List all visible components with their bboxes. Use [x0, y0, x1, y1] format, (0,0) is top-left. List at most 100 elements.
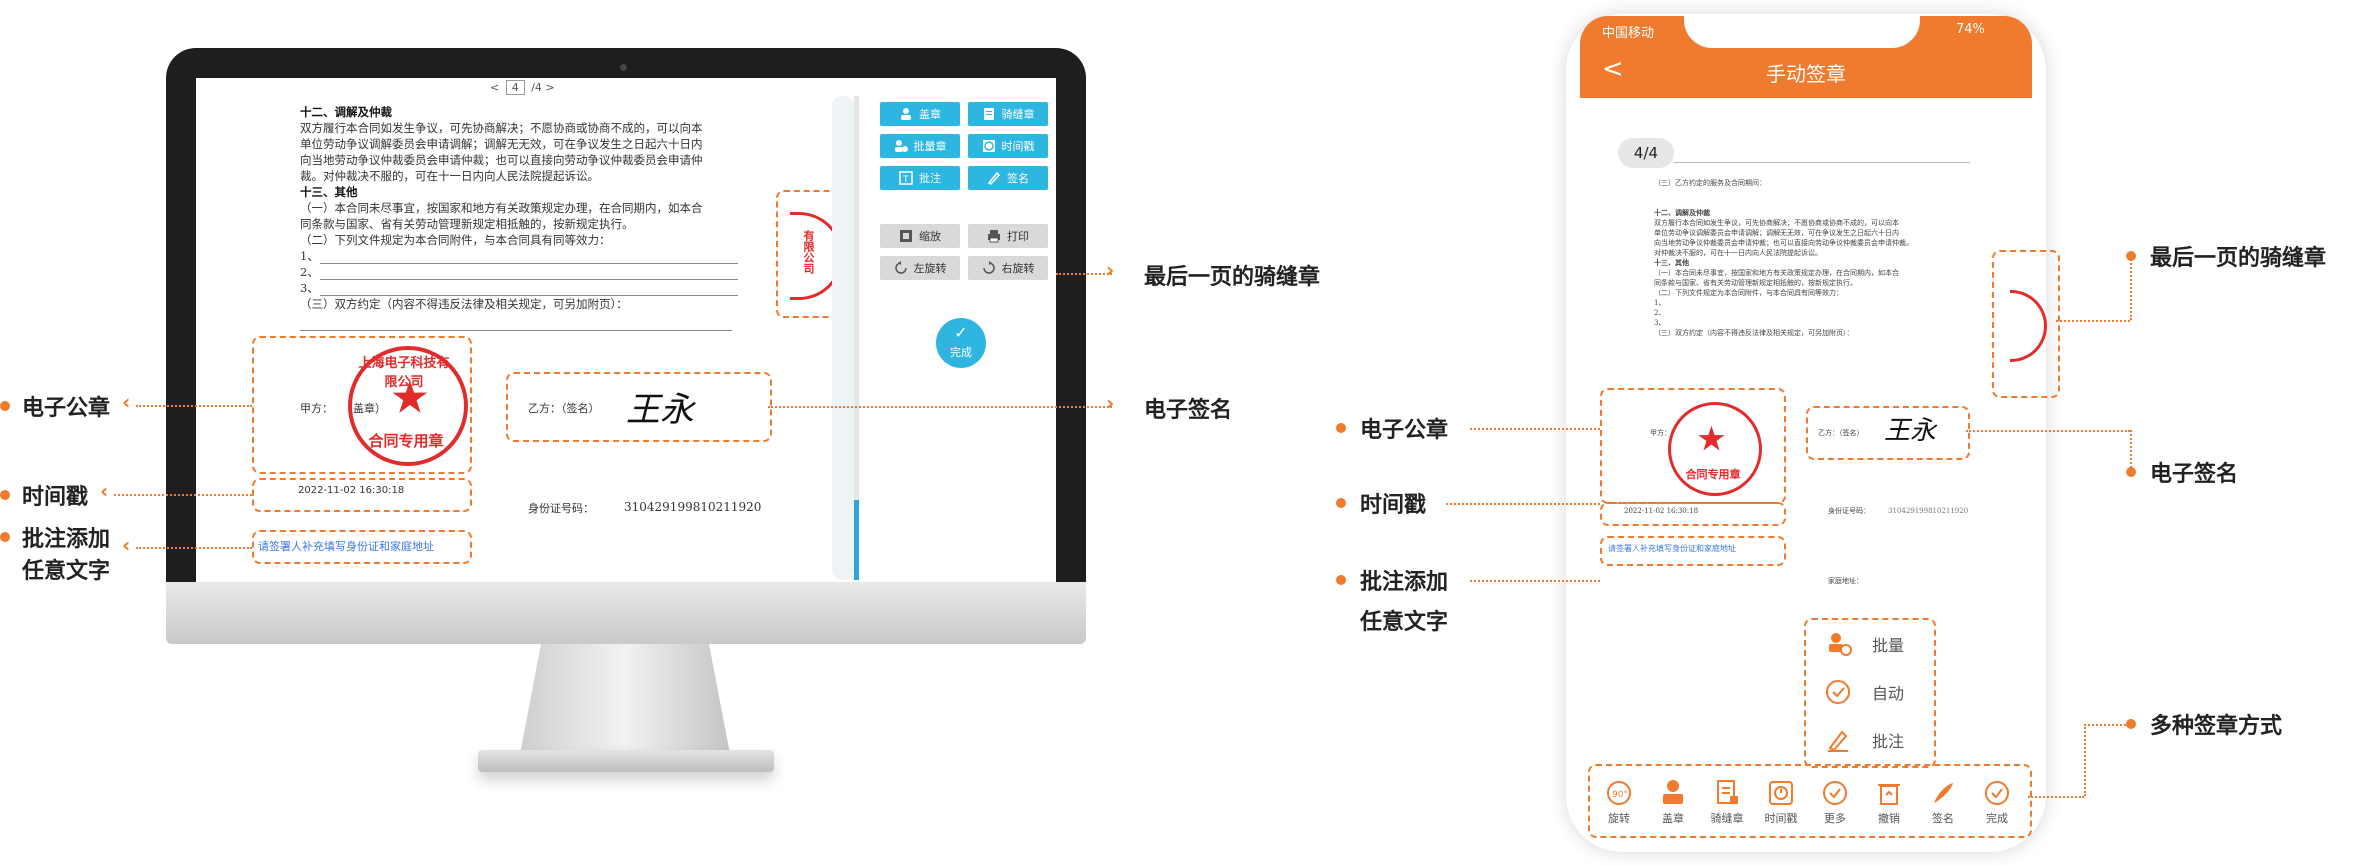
timestamp-button-label: 时间戳 — [1001, 140, 1035, 153]
doc-line: 2、 — [300, 265, 319, 279]
camera-dot — [620, 64, 627, 71]
sign-tab[interactable]: 签名 — [1918, 778, 1968, 826]
handwritten-signature[interactable]: 王永 — [626, 390, 694, 430]
auto-mode-item[interactable]: 自动 — [1824, 678, 1904, 706]
rotate-left-icon — [894, 261, 907, 274]
doc-line: 对仲裁决不服的，可在十一日内向人民法院提起诉讼。 — [1654, 249, 1822, 257]
phone-seam-highlight — [1992, 250, 2060, 398]
company-seal[interactable] — [348, 346, 468, 466]
doc-line: 单位劳动争议调解委员会申请调解；调解无无效，可在争议发生之日起六十日内 — [1654, 229, 1899, 237]
seal-tab[interactable]: 盖章 — [1648, 778, 1698, 826]
undo-tab[interactable]: 撤销 — [1864, 778, 1914, 826]
arrow-left-icon: ‹ — [122, 390, 131, 414]
page-number-input[interactable]: 4 — [505, 80, 525, 95]
connector-line — [136, 405, 252, 407]
phone-notch — [1684, 14, 1920, 48]
batch-seal-button[interactable]: 批量章 — [880, 134, 960, 158]
phone-address-label: 家庭地址： — [1828, 577, 1863, 585]
rotate-right-button[interactable]: 右旋转 — [968, 256, 1048, 280]
batch-mode-item[interactable]: 批量 — [1824, 630, 1904, 658]
connector-line — [1056, 273, 1112, 275]
back-button[interactable]: < — [1602, 54, 1624, 84]
phone-signature[interactable]: 王永 — [1884, 416, 1937, 446]
rotate-tab[interactable]: 90° 旋转 — [1594, 778, 1644, 826]
blank-line — [320, 279, 738, 280]
phone-id-number: 310429199810211920 — [1888, 507, 1969, 515]
doc-line: （三）乙方约定的服务及合同期间： — [1654, 179, 1766, 187]
batch-mode-label: 批量 — [1872, 636, 1905, 655]
page-strip — [832, 96, 854, 580]
annotation-text[interactable]: 请签署人补充填写身份证和家庭地址 — [258, 540, 434, 553]
section-heading: 十三、其他 — [300, 185, 358, 199]
doc-line: 同条款与国家、省有关劳动管理新规定相抵触的，按新规定执行。 — [300, 217, 634, 231]
section-heading: 十二、调解及仲裁 — [1654, 208, 1710, 217]
label-dot — [2126, 467, 2136, 477]
connector-line — [136, 547, 252, 549]
next-page-button[interactable]: > — [545, 81, 555, 94]
annotate-mode-item[interactable]: 批注 — [1824, 726, 1904, 754]
scrollbar-thumb[interactable] — [854, 500, 859, 580]
done-tab[interactable]: 完成 — [1972, 778, 2022, 826]
connector-line — [2130, 430, 2132, 472]
doc-line: 同条款与国家、省有关劳动管理新规定相抵触的，按新规定执行。 — [1654, 279, 1857, 287]
rotate-left-button[interactable]: 左旋转 — [880, 256, 960, 280]
check-circle-icon — [1823, 781, 1847, 805]
zoom-button-label: 缩放 — [919, 230, 941, 243]
timestamp-highlight — [252, 478, 472, 512]
bottom-toolbar — [1588, 764, 2032, 838]
doc-line: （一）本合同未尽事宜，按国家和地方有关政策规定办理，在合同期内，如本合 — [300, 201, 703, 215]
timestamp-button[interactable]: 时间戳 — [968, 134, 1048, 158]
done-button[interactable]: ✓ 完成 — [936, 318, 986, 368]
seam-seal-button[interactable]: 骑缝章 — [968, 102, 1048, 126]
blank-line — [300, 330, 732, 331]
phone-label-annotation-line1: 批注添加 — [1360, 570, 1449, 595]
phone-id-label: 身份证号码： — [1828, 507, 1870, 515]
connector-line — [1470, 428, 1600, 430]
annotate-button[interactable]: T 批注 — [880, 166, 960, 190]
label-dot — [0, 532, 10, 542]
connector-line — [1966, 430, 2130, 432]
timestamp-text: 2022-11-02 16:30:18 — [298, 485, 405, 496]
phone-company-seal[interactable] — [1668, 402, 1762, 496]
doc-line: 双方履行本合同如发生争议，可先协商解决；不愿协商或协商不成的，可以向本 — [1654, 219, 1899, 227]
document-icon — [983, 108, 994, 120]
phone-label-signature: 电子签名 — [2150, 462, 2239, 487]
connector-line — [2130, 256, 2132, 320]
label-seam-seal: 最后一页的骑缝章 — [1144, 265, 1321, 290]
zoom-button[interactable]: 缩放 — [880, 224, 960, 248]
timer-icon — [1769, 781, 1793, 805]
check-icon: ✓ — [954, 323, 968, 342]
sign-button-label: 签名 — [1007, 172, 1029, 185]
more-tab[interactable]: 更多 — [1810, 778, 1860, 826]
scrollbar-track[interactable] — [854, 96, 859, 500]
connector-line — [2084, 724, 2126, 726]
blank-line — [320, 295, 738, 296]
prev-page-button[interactable]: < — [490, 81, 500, 94]
connector-line — [1470, 580, 1600, 582]
phone-annotation[interactable]: 请签署人补充填写身份证和家庭地址 — [1608, 544, 1736, 553]
done-tab-label: 完成 — [1986, 812, 2008, 825]
party-a-label: 甲方： — [300, 402, 333, 415]
print-button[interactable]: 打印 — [968, 224, 1048, 248]
label-dot — [1336, 423, 1346, 433]
phone-timestamp-highlight — [1600, 502, 1786, 526]
page-navigator: < 4 /4 > — [490, 80, 555, 95]
seal-tab-label: 盖章 — [1662, 812, 1684, 825]
auto-mode-label: 自动 — [1872, 684, 1905, 703]
phone-party-a: 甲方： — [1650, 429, 1671, 437]
seam-seal-tab[interactable]: 骑缝章 — [1702, 778, 1752, 826]
id-number-label: 身份证号码： — [528, 502, 594, 515]
doc-line: 单位劳动争议调解委员会申请调解；调解无无效，可在争议发生之日起六十日内 — [300, 137, 703, 151]
contract-document: 十二、调解及仲裁 双方履行本合同如发生争议，可先协商解决；不愿协商或协商不成的，… — [300, 104, 740, 312]
seal-button-label: 盖章 — [919, 108, 941, 121]
monitor-stand — [520, 644, 730, 754]
seam-document-icon — [1717, 780, 1738, 804]
timestamp-tab[interactable]: 时间戳 — [1756, 778, 1806, 826]
doc-line: （二）下列文件规定为本合同附件，与本合同具有同等效力： — [1654, 289, 1843, 297]
page-total: /4 — [531, 81, 542, 94]
batch-seal-button-label: 批量章 — [913, 140, 947, 153]
section-heading: 十三、其他 — [1654, 258, 1689, 267]
seal-button[interactable]: 盖章 — [880, 102, 960, 126]
sign-button[interactable]: 签名 — [968, 166, 1048, 190]
label-signature: 电子签名 — [1144, 398, 1233, 423]
